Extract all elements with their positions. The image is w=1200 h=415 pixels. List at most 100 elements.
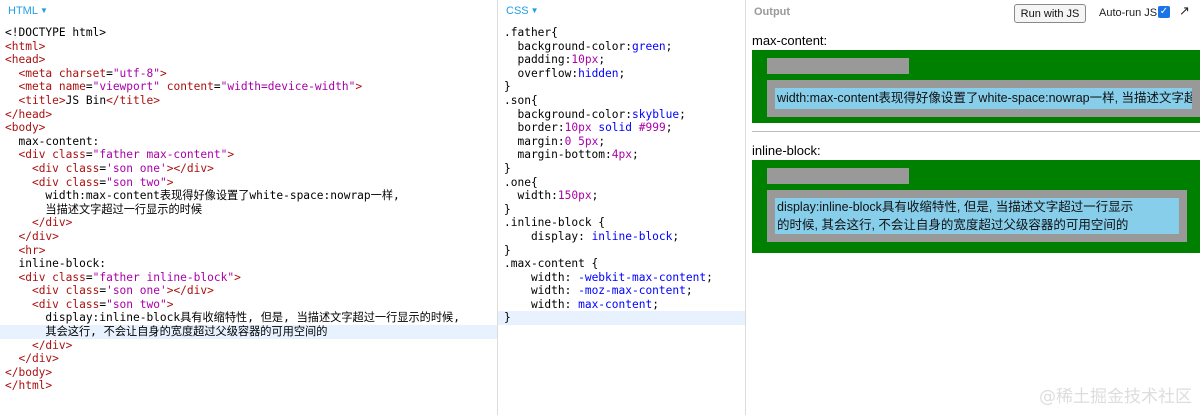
code-line[interactable]: <div class='son one'></div> (0, 162, 497, 176)
code-line[interactable]: } (498, 244, 745, 258)
code-token: ; (591, 189, 599, 203)
code-token: = (99, 175, 107, 189)
code-line[interactable]: max-content: (0, 135, 497, 149)
code-line[interactable]: width:150px; (498, 189, 745, 203)
code-token: ></div> (166, 284, 214, 298)
code-line[interactable]: <div class="father inline-block"> (0, 271, 497, 285)
code-token: content (166, 80, 214, 94)
code-line[interactable]: </body> (0, 366, 497, 380)
code-line[interactable]: 当描述文字超过一行显示的时候 (0, 203, 497, 217)
code-token: <title> (18, 93, 66, 107)
code-line[interactable]: width: -webkit-max-content; (498, 271, 745, 285)
code-line[interactable]: .inline-block { (498, 216, 745, 230)
code-token: ; (665, 121, 673, 135)
code-token: 10px (571, 53, 599, 67)
code-line[interactable]: <meta name="viewport" content="width=dev… (0, 80, 497, 94)
code-line[interactable]: background-color:skyblue; (498, 108, 745, 122)
code-token: <head> (5, 53, 46, 67)
code-line[interactable]: } (498, 162, 745, 176)
code-token: </div> (18, 352, 59, 366)
chevron-down-icon: ▼ (39, 6, 48, 15)
code-line[interactable]: .max-content { (498, 257, 745, 271)
code-line[interactable]: } (498, 203, 745, 217)
watermark: @稀土掘金技术社区 (1039, 387, 1192, 407)
code-line[interactable]: </div> (0, 339, 497, 353)
code-line[interactable]: <hr> (0, 244, 497, 258)
code-token: </head> (5, 107, 53, 121)
css-code-area[interactable]: .father{ background-color:green; padding… (498, 26, 745, 326)
code-line[interactable]: <head> (0, 53, 497, 67)
code-line[interactable]: display:inline-block具有收缩特性, 但是, 当描述文字超过一… (0, 311, 497, 325)
code-line[interactable]: <meta charset="utf-8"> (0, 67, 497, 81)
code-token: display: (504, 229, 592, 243)
code-line[interactable]: display: inline-block; (498, 230, 745, 244)
code-token: } (504, 243, 511, 257)
code-line[interactable]: padding:10px; (498, 53, 745, 67)
css-tab[interactable]: CSS▼ (506, 5, 539, 17)
code-line[interactable]: <div class='son one'></div> (0, 284, 497, 298)
code-line[interactable]: width: -moz-max-content; (498, 284, 745, 298)
code-line[interactable]: .father{ (498, 26, 745, 40)
code-token: > (166, 175, 174, 189)
code-line[interactable]: 其会这行, 不会让自身的宽度超过父级容器的可用空间的 (0, 325, 497, 339)
code-line[interactable]: <html> (0, 40, 497, 54)
code-token: <div (18, 270, 53, 284)
code-line[interactable]: <body> (0, 121, 497, 135)
code-token: "father max-content" (92, 148, 228, 162)
code-token (5, 230, 18, 243)
popout-arrow-icon[interactable]: ↗ (1179, 3, 1190, 18)
code-line[interactable]: <title>JS Bin</title> (0, 94, 497, 108)
code-token: } (504, 202, 511, 216)
code-token: > (234, 270, 241, 284)
code-line[interactable]: } (498, 311, 745, 326)
code-token: 5px (578, 134, 599, 148)
code-token: <hr> (18, 243, 46, 257)
code-line[interactable]: </div> (0, 230, 497, 244)
code-token: } (504, 311, 511, 325)
code-line[interactable]: width: max-content; (498, 298, 745, 312)
css-editor-panel[interactable]: CSS▼ .father{ background-color:green; pa… (498, 0, 746, 415)
html-tab[interactable]: HTML▼ (8, 5, 48, 17)
code-token: class (52, 148, 86, 162)
code-line[interactable]: .son{ (498, 94, 745, 108)
code-line[interactable]: inline-block: (0, 257, 497, 271)
code-token: .max-content { (504, 257, 599, 271)
html-editor-panel[interactable]: HTML▼ <!DOCTYPE html><html><head> <meta … (0, 0, 498, 415)
code-line[interactable]: border:10px solid #999; (498, 121, 745, 135)
code-line[interactable]: </head> (0, 108, 497, 122)
code-token: .one{ (504, 175, 538, 189)
code-token: 0 (564, 134, 572, 148)
code-token: <meta (18, 80, 59, 94)
autorun-checkbox[interactable]: ✓ (1158, 6, 1170, 18)
code-token: margin-bottom: (504, 148, 612, 162)
code-line[interactable]: } (498, 80, 745, 94)
html-code-area[interactable]: <!DOCTYPE html><html><head> <meta charse… (0, 26, 497, 393)
code-line[interactable]: margin:0 5px; (498, 135, 745, 149)
code-token: class (65, 175, 100, 189)
code-line[interactable]: margin-bottom:4px; (498, 148, 745, 162)
code-token: inline-block: (5, 257, 107, 271)
code-line[interactable]: overflow:hidden; (498, 67, 745, 81)
code-line[interactable]: <div class="father max-content"> (0, 148, 497, 162)
code-line[interactable]: width:max-content表现得好像设置了white-space:now… (0, 189, 497, 203)
code-line[interactable]: <div class="son two"> (0, 176, 497, 190)
run-with-js-button[interactable]: Run with JS (1014, 4, 1086, 23)
code-token: } (504, 161, 511, 175)
code-token: 'son one' (106, 161, 167, 175)
code-token: </body> (5, 365, 53, 379)
code-token: ></div> (166, 161, 214, 175)
code-token: ; (685, 284, 693, 298)
code-line[interactable]: </div> (0, 216, 497, 230)
code-token: 'son one' (106, 284, 167, 298)
code-line[interactable]: </div> (0, 352, 497, 366)
code-line[interactable]: <div class="son two"> (0, 298, 497, 312)
code-line[interactable]: <!DOCTYPE html> (0, 26, 497, 40)
code-line[interactable]: </html> (0, 379, 497, 393)
code-line[interactable]: .one{ (498, 176, 745, 190)
code-line[interactable]: background-color:green; (498, 40, 745, 54)
code-token: > (159, 66, 167, 80)
code-token (632, 121, 639, 134)
code-token: ; (632, 148, 639, 162)
code-token: charset (58, 66, 107, 80)
code-token: width: (504, 284, 579, 298)
